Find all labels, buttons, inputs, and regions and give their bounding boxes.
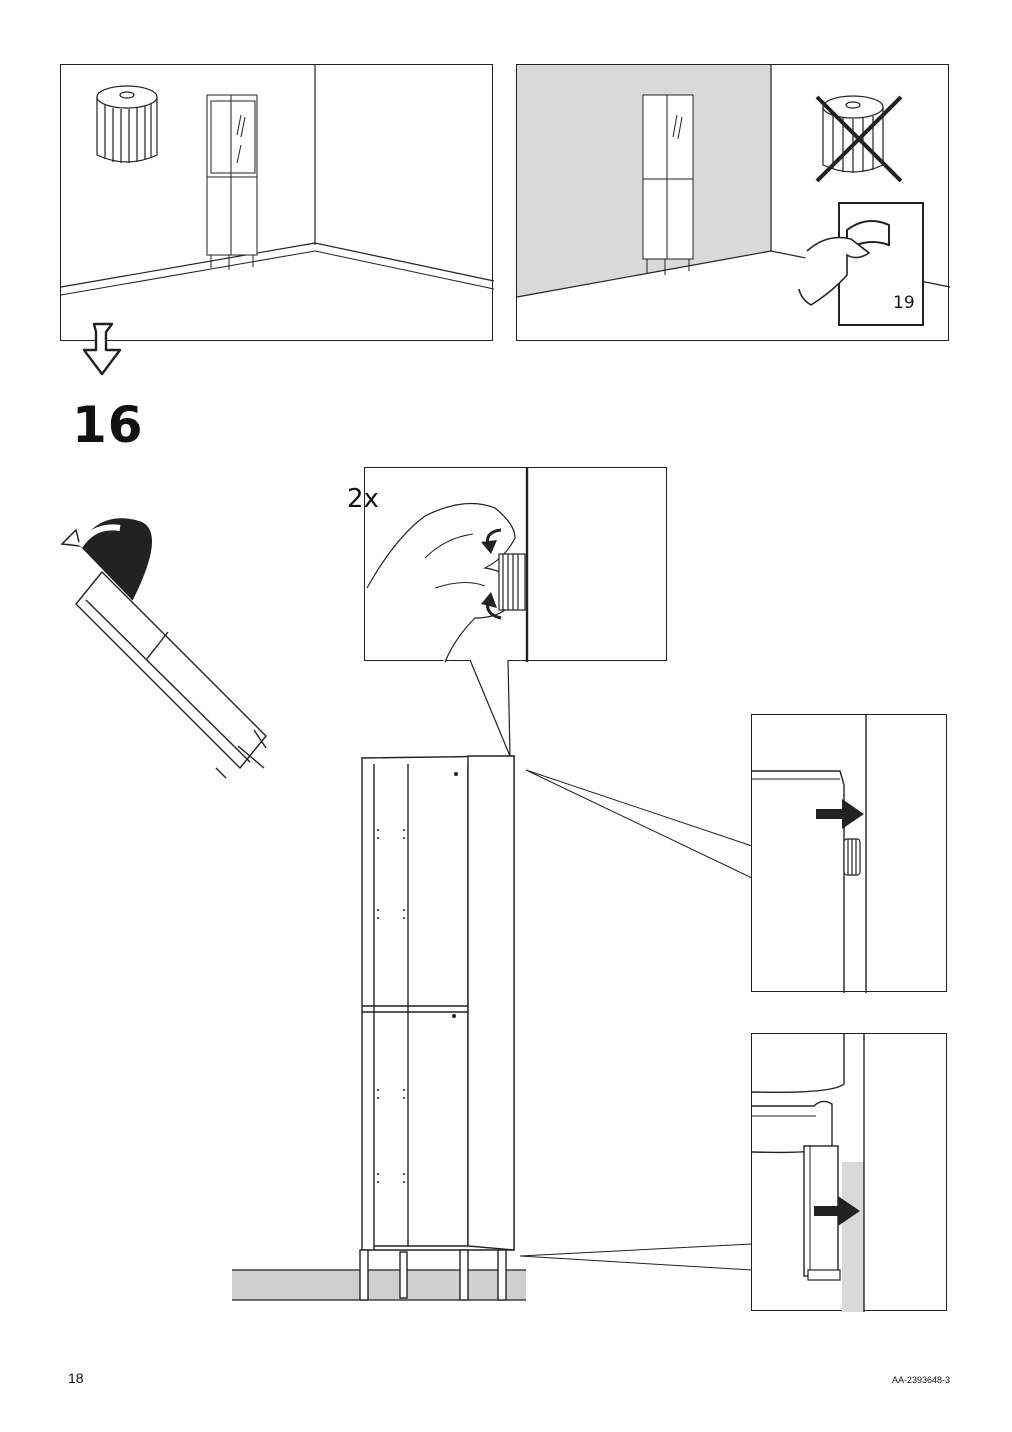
step-number: 16: [72, 396, 144, 454]
shelf-holes: [377, 772, 458, 1183]
bottom-contact-illustration: [751, 1034, 865, 1312]
page-turn-icon: [798, 202, 924, 326]
cross-out-icon: [815, 95, 903, 183]
wall-illustration: [516, 65, 951, 326]
main-cabinet-illustration: [232, 755, 753, 1301]
adjuster-knob: [498, 553, 526, 611]
panel-adjuster-detail: 2x: [347, 467, 667, 663]
quantity-label: 2x: [347, 484, 379, 514]
hand-adjuster-illustration: [366, 468, 529, 663]
cabinet-small: [206, 94, 258, 270]
document-code: AA-2393648-3: [891, 1375, 950, 1385]
cabinet-body: [359, 755, 515, 1301]
callout-pointer: [469, 659, 511, 757]
panel-top-wall-contact: [751, 714, 947, 993]
right-arrow-icon: [816, 799, 864, 829]
panel-wall-fixing-reference: 19: [516, 64, 951, 341]
cabinet-small: [642, 94, 694, 275]
panel-room-with-stool: [60, 64, 495, 341]
stool-icon: [96, 85, 158, 163]
reference-page-number: 19: [893, 293, 915, 313]
down-arrow-icon: [82, 322, 122, 376]
room-illustration: [60, 65, 495, 296]
right-arrow-icon: [814, 1196, 860, 1226]
cabinet-tilted: [75, 570, 267, 779]
adjuster-knob: [843, 838, 861, 876]
rotate-arrow-icon: [60, 518, 152, 601]
page-number: 18: [68, 1370, 84, 1386]
panel-bottom-wall-contact: [751, 1033, 947, 1312]
top-contact-illustration: [752, 715, 867, 993]
tilted-cabinet-illustration: [60, 518, 267, 779]
